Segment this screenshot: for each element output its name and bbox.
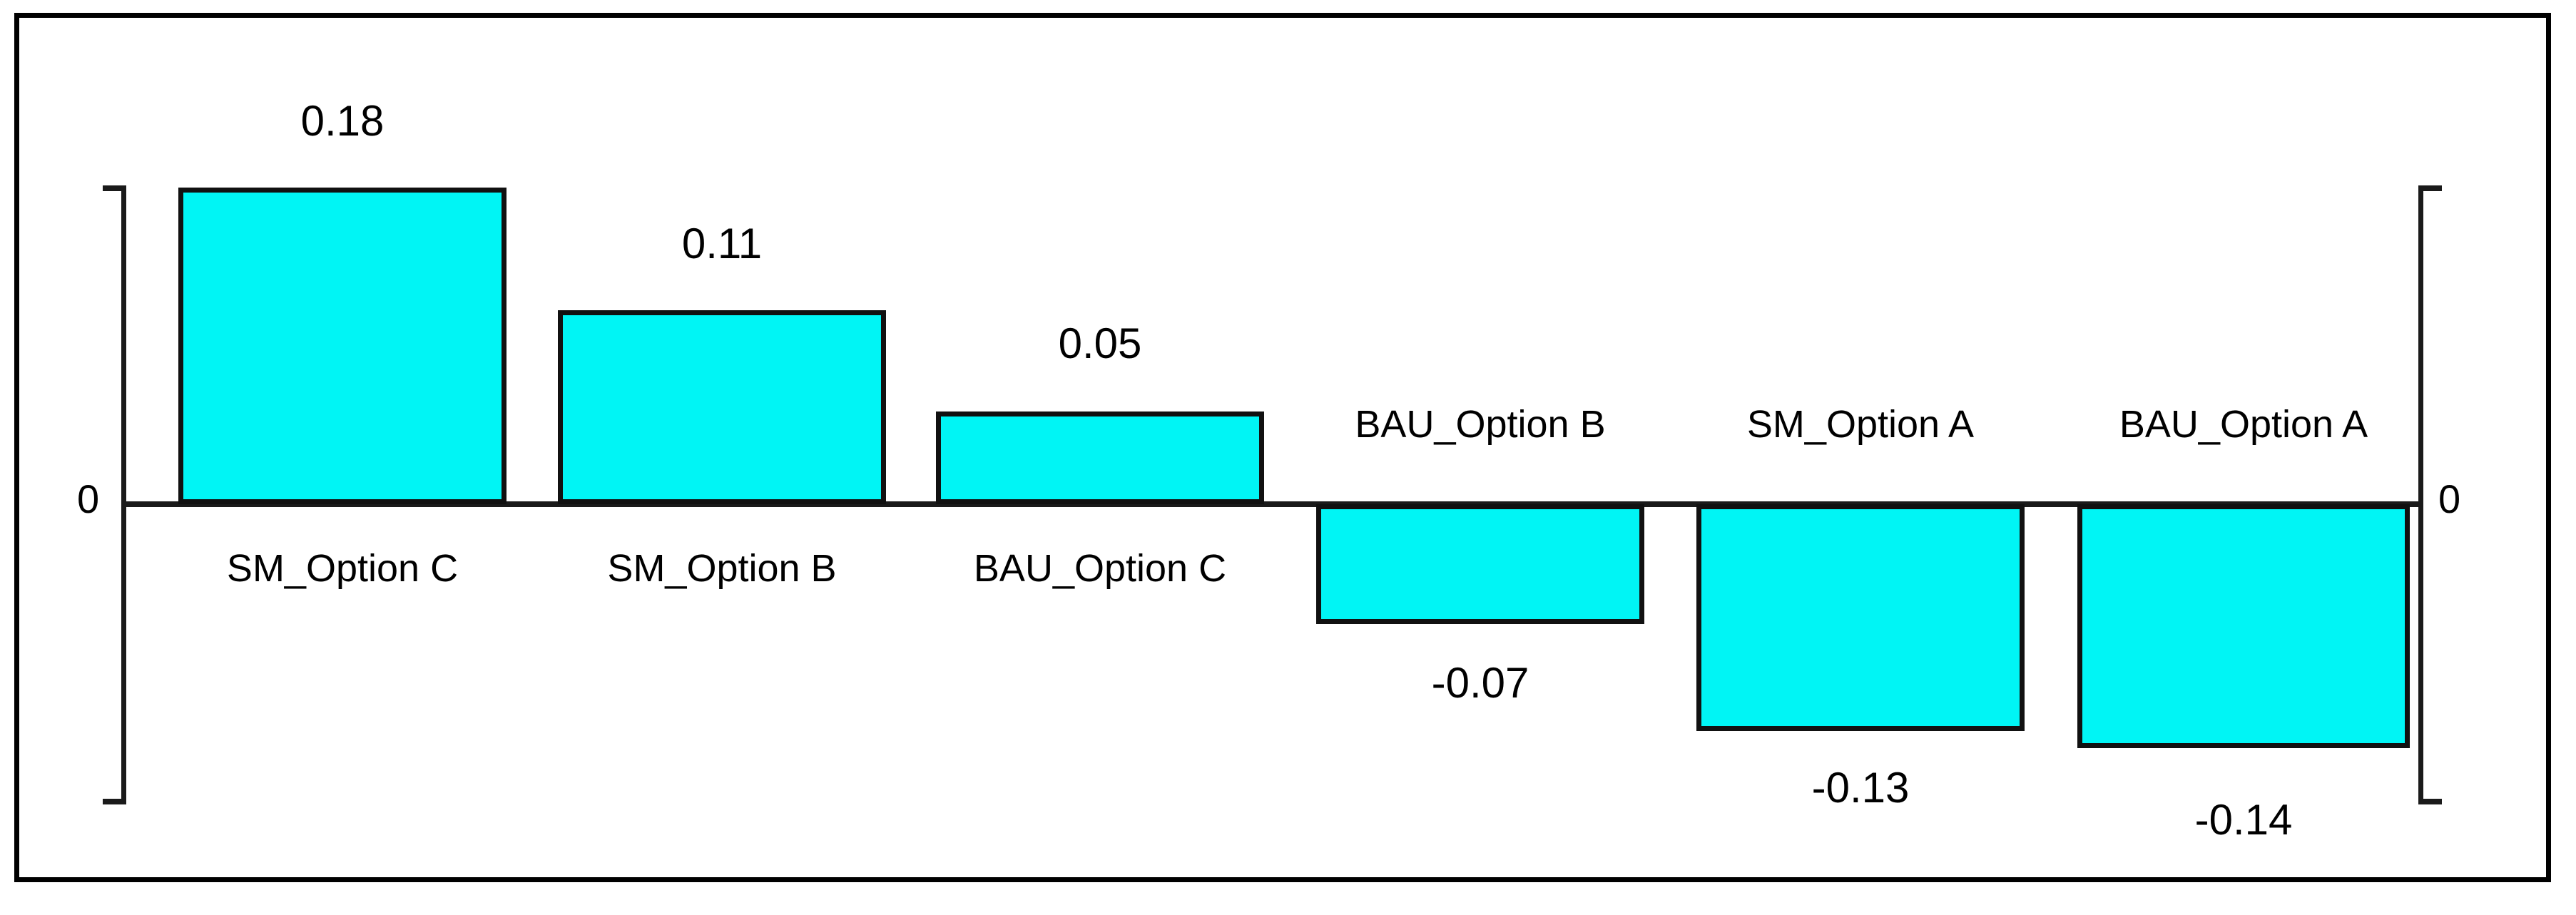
bar-bau-option-a[interactable] bbox=[2077, 504, 2410, 748]
bar-bau-option-c[interactable] bbox=[936, 412, 1264, 504]
bar-category-label: SM_Option A bbox=[1746, 403, 1975, 446]
bar-value-label: 0.11 bbox=[681, 220, 763, 267]
right-axis-bracket bbox=[2418, 185, 2442, 804]
left-axis-bracket bbox=[103, 185, 126, 804]
bar-category-label: BAU_Option C bbox=[973, 547, 1227, 590]
bar-category-label: SM_Option C bbox=[226, 547, 459, 590]
left-axis-bottom-serif bbox=[103, 799, 121, 804]
bar-category-label: SM_Option B bbox=[607, 547, 837, 590]
bar-sm-option-c[interactable] bbox=[178, 188, 506, 504]
right-axis-bottom-serif bbox=[2423, 799, 2442, 804]
left-axis-top-serif bbox=[103, 185, 121, 191]
bar-sm-option-b[interactable] bbox=[558, 310, 886, 504]
bar-value-label: 0.05 bbox=[1058, 320, 1142, 367]
bar-category-label: BAU_Option A bbox=[2119, 403, 2368, 446]
bar-value-label: -0.14 bbox=[2194, 796, 2293, 844]
bar-sm-option-a[interactable] bbox=[1696, 504, 2025, 731]
bar-value-label: 0.18 bbox=[300, 97, 385, 145]
bar-bau-option-b[interactable] bbox=[1316, 504, 1644, 624]
zero-baseline-axis bbox=[121, 501, 2423, 507]
bar-value-label: -0.13 bbox=[1811, 764, 1910, 812]
zero-label-right: 0 bbox=[2438, 476, 2461, 521]
right-axis-top-serif bbox=[2423, 185, 2442, 191]
zero-label-left: 0 bbox=[77, 476, 100, 521]
bar-value-label: -0.07 bbox=[1431, 659, 1529, 707]
bar-category-label: BAU_Option B bbox=[1355, 403, 1606, 446]
